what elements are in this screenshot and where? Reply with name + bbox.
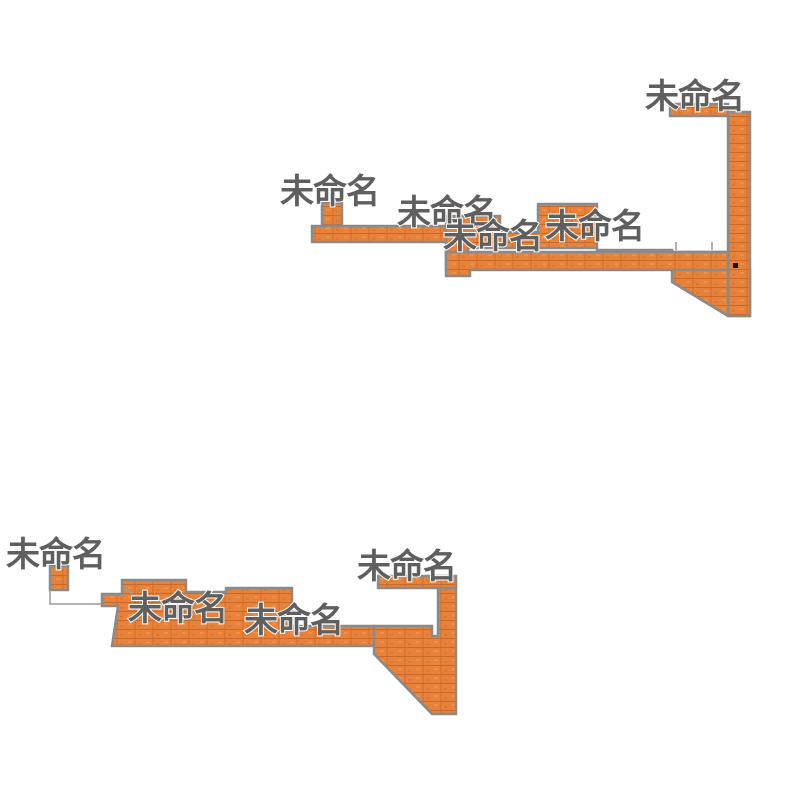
- lower-label-left[interactable]: 未命名: [5, 534, 107, 576]
- upper-label-top-right[interactable]: 未命名: [644, 76, 746, 118]
- lower-room-left[interactable]: [100, 578, 376, 648]
- upper-corridor-right[interactable]: [726, 110, 752, 318]
- lower-room-top-right[interactable]: [376, 574, 458, 590]
- lower-diagonal-line: [123, 587, 139, 599]
- lower-room-right[interactable]: [372, 580, 458, 716]
- upper-floor-plan: 未命名 未命名 未命名 未命名 未命名: [279, 76, 752, 318]
- lower-label-top-right[interactable]: 未命名: [356, 546, 458, 588]
- upper-outline-right: [675, 242, 713, 250]
- lower-label-center-left[interactable]: 未命名: [127, 588, 229, 630]
- upper-marker[interactable]: [733, 263, 738, 268]
- lower-room-small-left[interactable]: [48, 564, 70, 592]
- upper-label-center-left[interactable]: 未命名: [396, 192, 498, 234]
- upper-room-top-right[interactable]: [668, 102, 730, 118]
- lower-label-center[interactable]: 未命名: [243, 600, 345, 642]
- upper-label-center[interactable]: 未命名: [442, 216, 544, 258]
- upper-label-left[interactable]: 未命名: [279, 171, 381, 213]
- lower-floor-plan: 未命名 未命名 未命名 未命名: [5, 534, 458, 716]
- lower-outline-left: [49, 590, 102, 605]
- upper-label-center-right[interactable]: 未命名: [544, 206, 646, 248]
